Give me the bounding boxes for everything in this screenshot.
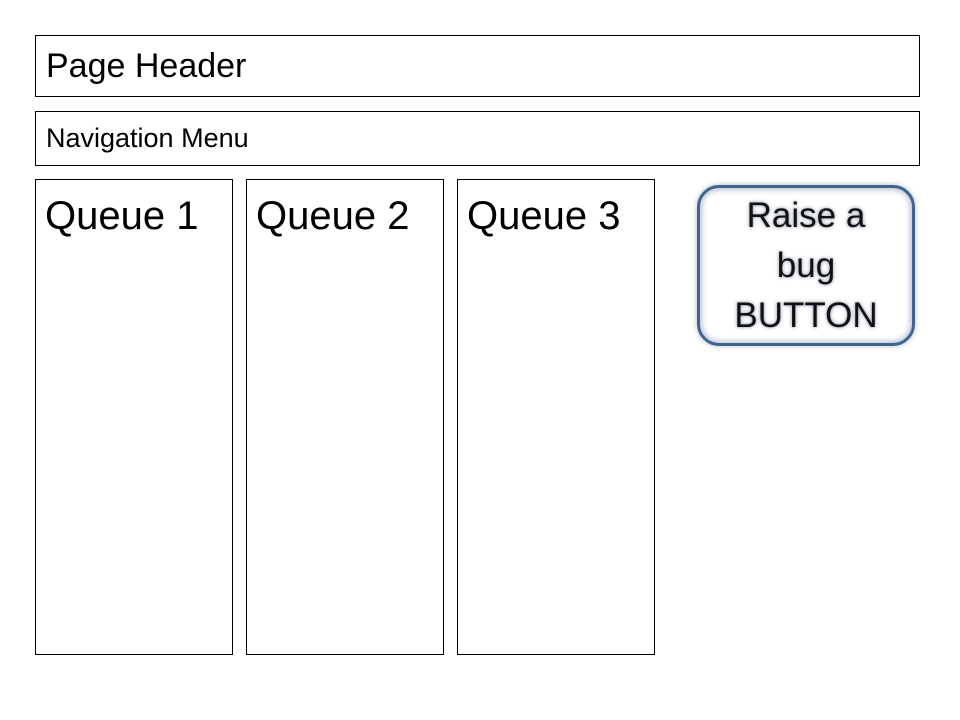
queue-1-column: Queue 1 bbox=[35, 179, 233, 655]
queue-3-column: Queue 3 bbox=[457, 179, 655, 655]
navigation-menu[interactable]: Navigation Menu bbox=[35, 111, 920, 166]
queue-2-column: Queue 2 bbox=[246, 179, 444, 655]
queue-1-title: Queue 1 bbox=[45, 194, 199, 238]
raise-bug-button-label: Raise a bug BUTTON bbox=[734, 195, 878, 335]
page-header: Page Header bbox=[35, 35, 920, 97]
queue-2-title: Queue 2 bbox=[256, 194, 410, 238]
page-header-title: Page Header bbox=[46, 47, 247, 85]
queue-3-title: Queue 3 bbox=[467, 194, 621, 238]
navigation-menu-label: Navigation Menu bbox=[46, 123, 249, 153]
raise-bug-button[interactable]: Raise a bug BUTTON bbox=[697, 185, 915, 346]
